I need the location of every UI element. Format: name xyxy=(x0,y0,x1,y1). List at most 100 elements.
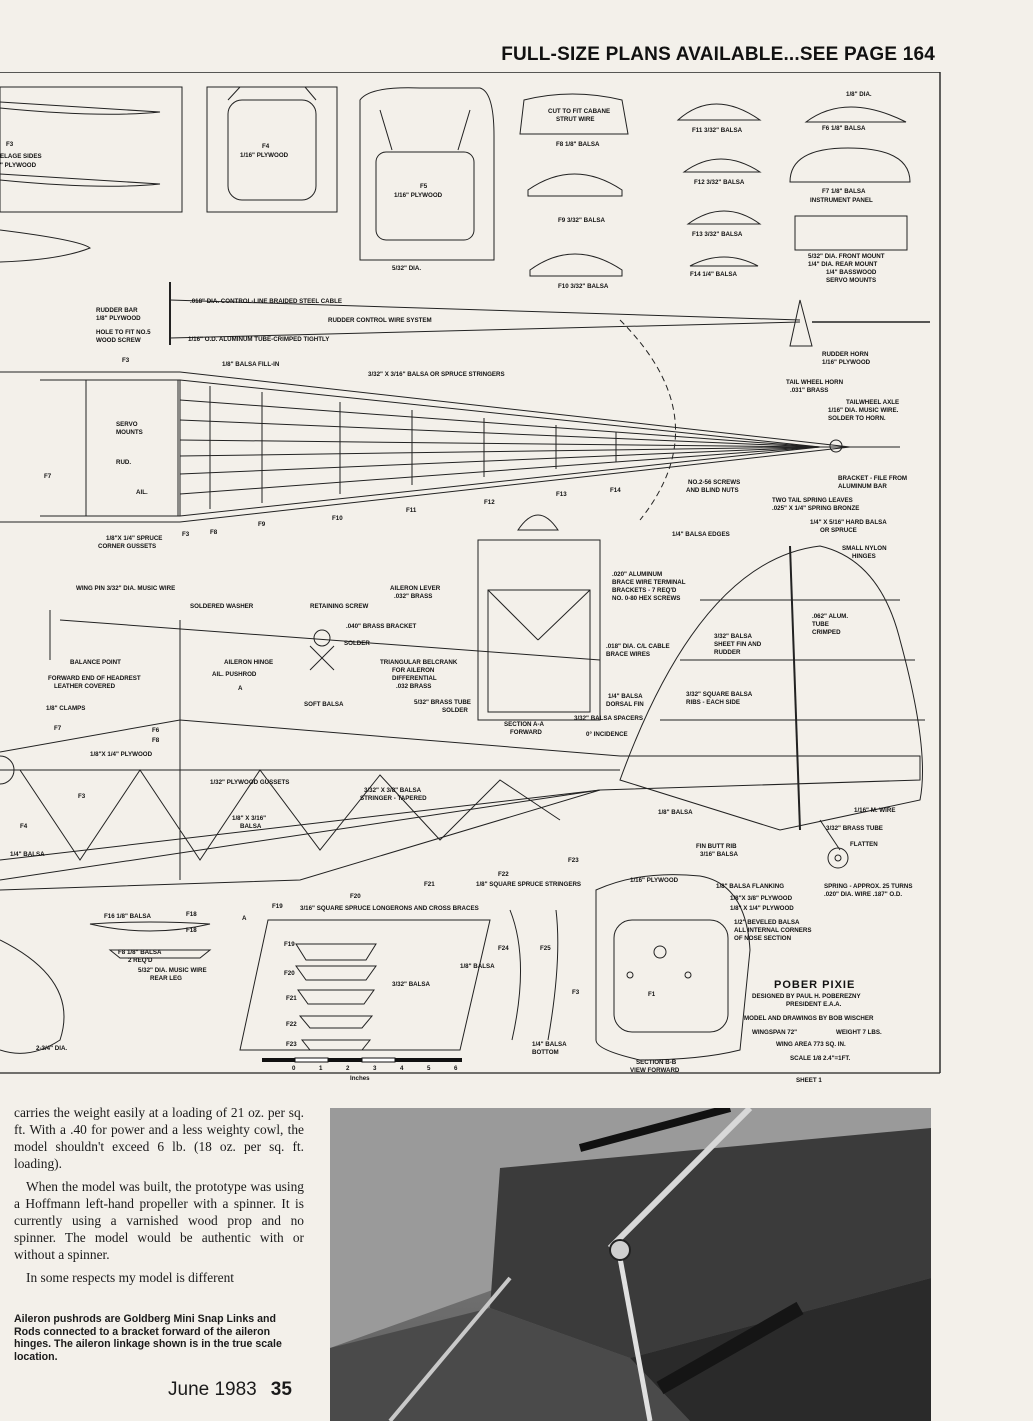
label-tube: 1/16" O.D. ALUMINUM TUBE-CRIMPED TIGHTLY xyxy=(188,336,330,343)
plans-title: POBER PIXIE xyxy=(774,979,855,991)
label-designed2: PRESIDENT E.A.A. xyxy=(786,1001,842,1008)
scale-tick-4: 4 xyxy=(400,1065,404,1072)
label-sheetfin3: RUDDER xyxy=(714,649,741,656)
label-brasstube1: 5/32" BRASS TUBE xyxy=(414,699,471,706)
label-retaining: RETAINING SCREW xyxy=(310,603,368,610)
label-hole2: WOOD SCREW xyxy=(96,337,141,344)
label-sheetfin2: SHEET FIN AND xyxy=(714,641,762,648)
scale-tick-5: 5 xyxy=(427,1065,431,1072)
label-springapprox1: SPRING - APPROX. 25 TURNS xyxy=(824,883,912,890)
label-nylon2: HINGES xyxy=(852,553,876,560)
label-bottom1: 1/4" BALSA xyxy=(532,1041,567,1048)
label-ailhinge: AILERON HINGE xyxy=(224,659,273,666)
label-alu1: .020" ALUMINUM xyxy=(612,571,662,578)
label-f3-ply: " PLYWOOD xyxy=(0,162,37,169)
label-tailhorn1: TAIL WHEEL HORN xyxy=(786,379,844,386)
label-f8d2: 2 REQ'D xyxy=(128,957,153,964)
label-sheetfin1: 3/32" BALSA xyxy=(714,633,753,640)
label-rudderhorn1: RUDDER HORN xyxy=(822,351,869,358)
label-belcrank4: .032 BRASS xyxy=(396,683,431,690)
label-solder: SOLDER xyxy=(344,640,370,647)
label-sectiona2: FORWARD xyxy=(510,729,542,736)
label-tailhorn2: .031" BRASS xyxy=(790,387,828,394)
scale-bar xyxy=(262,1057,462,1063)
label-sheet: SHEET 1 xyxy=(796,1077,822,1084)
label-ccable1: .018" DIA. C/L CABLE xyxy=(606,643,670,650)
label-servo1: SERVO xyxy=(116,421,138,428)
label-f12b: F12 xyxy=(484,499,495,506)
label-springapprox2: .020" DIA. WIRE .187" O.D. xyxy=(824,891,902,898)
label-rudder-sys: RUDDER CONTROL WIRE SYSTEM xyxy=(328,317,432,324)
label-f21: F21 xyxy=(424,881,435,888)
label-stringers: 3/32" X 3/16" BALSA OR SPRUCE STRINGERS xyxy=(368,371,505,378)
label-nylon1: SMALL NYLON xyxy=(842,545,887,552)
label-ribs2: RIBS - EACH SIDE xyxy=(686,699,740,706)
label-f19b: F19 xyxy=(284,941,295,948)
label-alu2: BRACE WIRE TERMINAL xyxy=(612,579,686,586)
label-spring2: .025" X 1/4" SPRING BRONZE xyxy=(772,505,859,512)
label-f25: F25 xyxy=(540,945,551,952)
label-wingpin: WING PIN 3/32" DIA. MUSIC WIRE xyxy=(76,585,175,592)
label-f14b: F14 xyxy=(610,487,621,494)
label-clamps: 1/8" CLAMPS xyxy=(46,705,85,712)
scale-tick-2: 2 xyxy=(346,1065,350,1072)
label-f8: F8 1/8" BALSA xyxy=(556,141,600,148)
label-flatten: FLATTEN xyxy=(850,841,878,848)
label-belcrank3: DIFFERENTIAL xyxy=(392,675,437,682)
label-sectionb2: VIEW FORWARD xyxy=(630,1067,680,1074)
label-f9b: F9 xyxy=(258,521,266,528)
label-f9: F9 3/32" BALSA xyxy=(558,217,605,224)
label-balsa18x316b: BALSA xyxy=(240,823,262,830)
label-tapered1: 3/32" X 3/8" BALSA xyxy=(364,787,422,794)
label-brasstube2: SOLDER xyxy=(442,707,468,714)
label-axle1: TAILWHEEL AXLE xyxy=(846,399,899,406)
plans-available-header: FULL-SIZE PLANS AVAILABLE...SEE PAGE 164 xyxy=(501,44,935,65)
label-longerons: 3/16" SQUARE SPRUCE LONGERONS AND CROSS … xyxy=(300,905,479,912)
label-f3e: F3 xyxy=(572,989,580,996)
label-f23b: F23 xyxy=(286,1041,297,1048)
label-rearleg2: REAR LEG xyxy=(150,975,182,982)
label-spacers: 3/32" BALSA SPACERS xyxy=(574,715,643,722)
label-f11: F11 3/32" BALSA xyxy=(692,127,743,134)
label-alu4: NO. 0-80 HEX SCREWS xyxy=(612,595,680,602)
label-f10: F10 3/32" BALSA xyxy=(558,283,609,290)
label-f13b: F13 xyxy=(556,491,567,498)
label-f20b: F20 xyxy=(284,970,295,977)
article-paragraph-1: carries the weight easily at a loading o… xyxy=(14,1105,304,1171)
label-f3d: F3 xyxy=(78,793,86,800)
label-mwire: 1/16" M. WIRE xyxy=(854,807,895,814)
label-f4: F4 xyxy=(262,143,270,150)
label-tapered2: STRINGER - TAPERED xyxy=(360,795,427,802)
label-mount3: 1/4" BASSWOOD xyxy=(826,269,877,276)
label-a-mark2: A xyxy=(238,685,243,692)
label-designed1: DESIGNED BY PAUL H. POBEREZNY xyxy=(752,993,862,1000)
label-bottom2: BOTTOM xyxy=(532,1049,559,1056)
article-column: carries the weight easily at a loading o… xyxy=(14,1104,304,1292)
label-mount4: SERVO MOUNTS xyxy=(826,277,876,284)
label-brasstube3: 3/32" BRASS TUBE xyxy=(826,825,883,832)
label-f24: F24 xyxy=(498,945,509,952)
label-f6: F6 1/8" BALSA xyxy=(822,125,866,132)
label-f12: F12 3/32" BALSA xyxy=(694,179,745,186)
label-sqspruce: 1/8" SQUARE SPRUCE STRINGERS xyxy=(476,881,581,888)
label-f5-ply: 1/16" PLYWOOD xyxy=(394,192,443,199)
label-rud: RUD. xyxy=(116,459,131,466)
label-f21b: F21 xyxy=(286,995,297,1002)
label-ply116: 1/16" PLYWOOD xyxy=(630,877,679,884)
label-balsa18: 1/8" BALSA xyxy=(658,809,693,816)
label-f11b: F11 xyxy=(406,507,417,514)
label-rudderhorn2: 1/16" PLYWOOD xyxy=(822,359,871,366)
page-number: 35 xyxy=(270,1379,292,1400)
label-f3c: F3 xyxy=(182,531,190,538)
label-dia18: 1/8" DIA. xyxy=(846,91,872,98)
label-dia532: 5/32" DIA. xyxy=(392,265,421,272)
label-screws2: AND BLIND NUTS xyxy=(686,487,739,494)
label-f7: F7 xyxy=(44,473,52,480)
label-dorsal1: 1/4" BALSA xyxy=(608,693,643,700)
aileron-linkage-photo xyxy=(330,1108,931,1421)
label-mount2: 1/4" DIA. REAR MOUNT xyxy=(808,261,878,268)
label-f6b: F6 xyxy=(152,727,160,734)
label-f3-fuselage-sides: ELAGE SIDES xyxy=(0,153,42,160)
label-ribs1: 3/32" SQUARE BALSA xyxy=(686,691,753,698)
